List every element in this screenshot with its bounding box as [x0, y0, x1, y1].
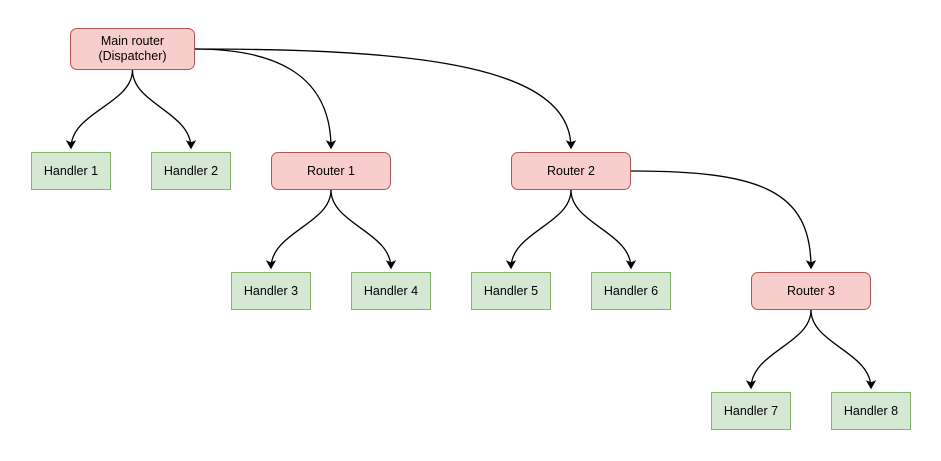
edge-router-3-to-handler-8	[810, 309, 877, 390]
node-handler-4[interactable]: Handler 4	[351, 272, 431, 310]
edge-router-1-to-handler-4	[330, 189, 397, 270]
edge-router-2-to-router-3	[630, 170, 817, 270]
node-label: Handler 3	[243, 283, 299, 298]
edge-router-1-to-handler-3	[265, 189, 332, 270]
node-label: Main router (Dispatcher)	[98, 34, 167, 63]
node-label: Handler 5	[483, 283, 539, 298]
node-handler-6[interactable]: Handler 6	[591, 272, 671, 310]
node-handler-8[interactable]: Handler 8	[831, 392, 911, 430]
node-label: Router 2	[547, 163, 595, 178]
edge-router-3-to-handler-7	[745, 309, 812, 390]
node-label: Handler 6	[603, 283, 659, 298]
node-router-1[interactable]: Router 1	[271, 152, 391, 190]
edge-main-to-handler-1	[65, 69, 134, 150]
edge-main-to-handler-2	[131, 69, 197, 150]
node-handler-7[interactable]: Handler 7	[711, 392, 791, 430]
node-label: Handler 2	[163, 163, 219, 178]
edge-router-2-to-handler-5	[505, 189, 572, 270]
node-label: Router 1	[307, 163, 355, 178]
node-label: Handler 7	[723, 403, 779, 418]
node-router-2[interactable]: Router 2	[511, 152, 631, 190]
node-handler-3[interactable]: Handler 3	[231, 272, 311, 310]
node-label: Handler 8	[843, 403, 899, 418]
node-handler-5[interactable]: Handler 5	[471, 272, 551, 310]
edge-paths	[65, 48, 877, 390]
node-router-3[interactable]: Router 3	[751, 272, 871, 310]
node-label: Handler 1	[43, 163, 99, 178]
edge-main-to-router-1	[194, 48, 337, 150]
edge-router-2-to-handler-6	[570, 189, 637, 270]
node-handler-2[interactable]: Handler 2	[151, 152, 231, 190]
node-label: Router 3	[787, 283, 835, 298]
node-handler-1[interactable]: Handler 1	[31, 152, 111, 190]
node-label: Handler 4	[363, 283, 419, 298]
node-main-router[interactable]: Main router (Dispatcher)	[70, 28, 195, 70]
edge-main-to-router-2	[194, 48, 577, 150]
